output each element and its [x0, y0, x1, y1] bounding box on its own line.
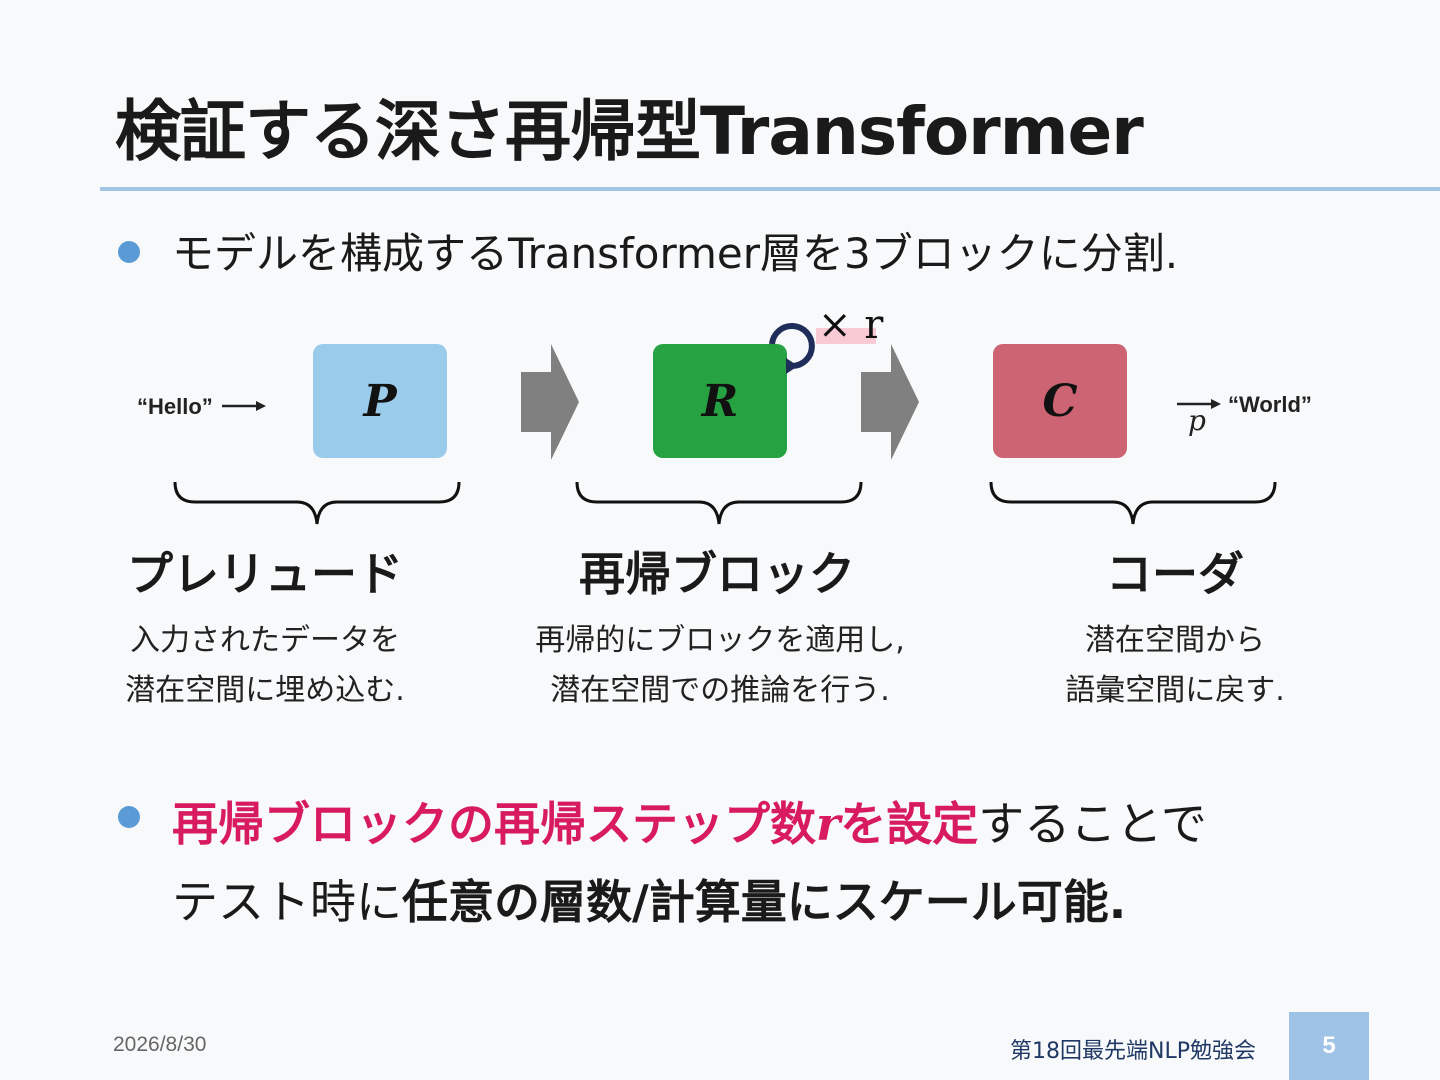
stage-desc-prelude: 入力されたデータを 潜在空間に埋め込む. [100, 616, 430, 716]
highlight-text: 再帰ブロックの再帰ステップ数 [172, 797, 816, 851]
desc-line: 潜在空間に埋め込む. [125, 673, 405, 708]
bullet-text-2: 再帰ブロックの再帰ステップ数rを設定することで テスト時に任意の層数/計算量にス… [172, 785, 1207, 941]
output-label: “World” [1228, 392, 1312, 417]
recurrent-block: R [653, 344, 787, 458]
desc-line: 語彙空間に戻す. [1065, 673, 1285, 708]
output-prob-symbol: p [1188, 404, 1206, 437]
desc-line: 潜在空間から [1085, 623, 1265, 658]
bullet-dot [118, 806, 140, 828]
prelude-block: P [313, 344, 447, 458]
footer-date: 2026/8/30 [113, 1033, 207, 1056]
highlight-variable: r [816, 797, 841, 851]
plain-text: することで [978, 797, 1207, 851]
coda-symbol: C [1042, 375, 1078, 427]
stage-desc-coda: 潜在空間から 語彙空間に戻す. [1030, 616, 1320, 716]
slide-title: 検証する深さ再帰型Transformer [115, 93, 1144, 170]
stage-desc-recurrent: 再帰的にブロックを適用し, 潜在空間での推論を行う. [520, 616, 920, 716]
title-divider [100, 187, 1440, 191]
brace-icon [989, 481, 1277, 525]
plain-text: テスト時に [172, 875, 402, 929]
stage-name-prelude: プレリュード [127, 547, 403, 601]
bullet2-line2: テスト時に任意の層数/計算量にスケール可能. [172, 863, 1207, 941]
page-number: 5 [1289, 1012, 1369, 1080]
brace-icon [575, 481, 863, 525]
bullet-text-1: モデルを構成するTransformer層を3ブロックに分割. [172, 229, 1179, 278]
brace-icon [173, 481, 461, 525]
stage-name-coda: コーダ [1106, 547, 1244, 601]
desc-line: 潜在空間での推論を行う. [550, 673, 890, 708]
bullet-dot [118, 241, 140, 263]
output-arrow-icon [1177, 399, 1221, 409]
flow-arrow-icon [521, 344, 579, 460]
footer-event: 第18回最先端NLP勉強会 [1010, 1039, 1256, 1064]
flow-arrow-icon [861, 344, 919, 460]
stage-name-recurrent: 再帰ブロック [579, 547, 855, 601]
desc-line: 再帰的にブロックを適用し, [535, 623, 905, 658]
recurrent-symbol: R [701, 375, 739, 427]
prelude-symbol: P [363, 375, 397, 427]
repeat-count-label: × r [818, 302, 884, 348]
highlight-text: を設定 [840, 797, 979, 851]
desc-line: 入力されたデータを [130, 623, 400, 658]
input-arrow-icon [222, 401, 266, 411]
input-label: “Hello” [137, 394, 213, 419]
repeat-highlight [816, 328, 876, 344]
bold-text: 任意の層数/計算量にスケール可能. [402, 875, 1127, 929]
coda-block: C [993, 344, 1127, 458]
bullet2-line1: 再帰ブロックの再帰ステップ数rを設定することで [172, 785, 1207, 863]
loop-arrow-icon [769, 323, 815, 374]
